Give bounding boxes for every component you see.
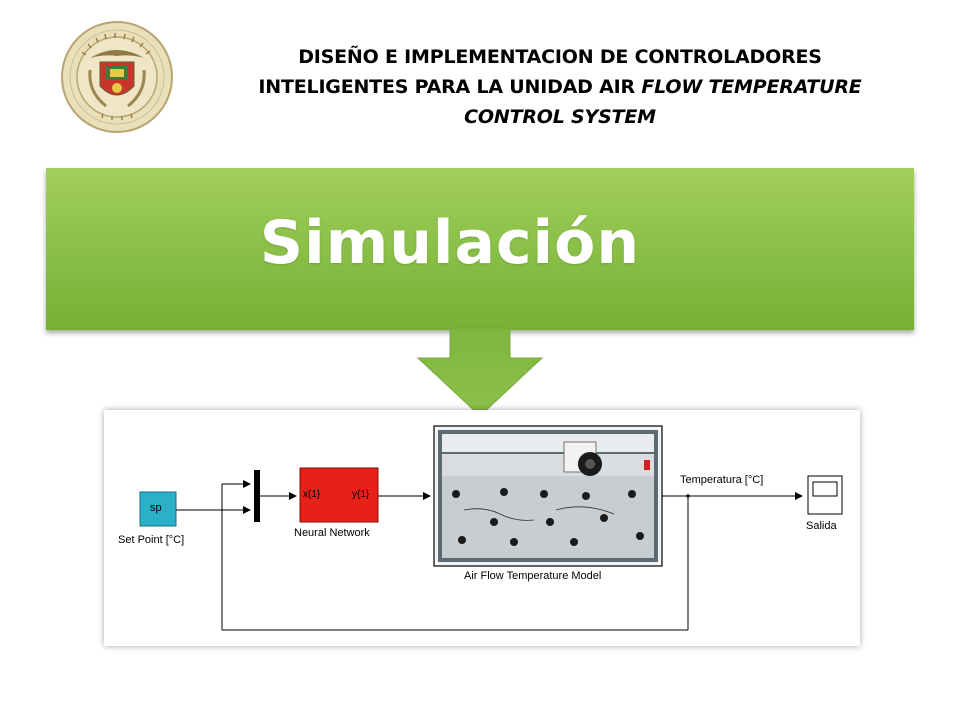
diagram-canvas [139, 425, 843, 631]
setpoint-inner-label: sp [150, 502, 162, 514]
title-line-2: INTELIGENTES PARA LA UNIDAD AIR FLOW TEM… [210, 72, 910, 102]
nn-in-port-label: x{1} [303, 489, 321, 500]
title-line-3: CONTROL SYSTEM [210, 102, 910, 132]
mux-block[interactable] [254, 470, 260, 522]
neural-network-block[interactable] [299, 467, 379, 523]
scope-block[interactable] [807, 475, 843, 515]
title-line-3-italic: CONTROL SYSTEM [464, 106, 656, 128]
model-block[interactable] [433, 425, 663, 567]
title-line-1: DISEÑO E IMPLEMENTACION DE CONTROLADORES [298, 46, 822, 68]
title-line-2-italic: FLOW TEMPERATURE [641, 76, 862, 98]
model-label: Air Flow Temperature Model [464, 570, 602, 582]
title-line-2-plain: INTELIGENTES PARA LA UNIDAD AIR [258, 76, 642, 98]
setpoint-label: Set Point [°C] [118, 534, 185, 546]
banner-text: Simulación [259, 208, 641, 278]
setpoint-block[interactable] [139, 491, 177, 527]
page-title: DISEÑO E IMPLEMENTACION DE CONTROLADORES… [210, 42, 910, 132]
down-arrow-icon [416, 327, 544, 417]
nn-out-port-label: y{1} [352, 489, 370, 500]
section-banner: Simulación [46, 168, 914, 330]
institution-seal-logo [61, 21, 173, 133]
temperature-signal-label: Temperatura [°C] [680, 474, 764, 486]
simulink-diagram: sp Set Point [°C] x{1} y{1} Neural Netwo… [104, 410, 860, 646]
scope-label: Salida [806, 520, 837, 532]
nn-label: Neural Network [294, 527, 370, 539]
